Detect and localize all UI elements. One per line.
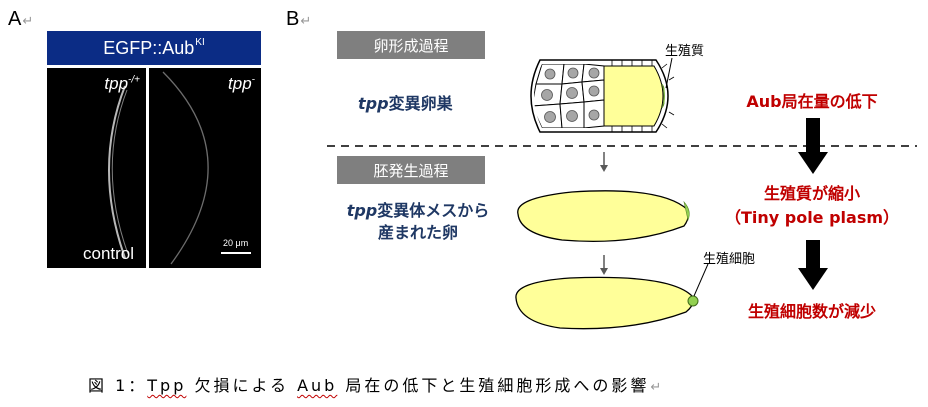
egg-diagram (517, 190, 690, 243)
germ-cell-pointer (693, 263, 709, 297)
stage-divider (327, 145, 917, 147)
big-arrow-1 (798, 118, 828, 174)
panel-a-letter: A↵ (8, 8, 34, 30)
control-label: control (83, 244, 135, 263)
micrograph-left: tpp-/+ control (47, 68, 146, 268)
germ-cell-label: 生殖細胞 (703, 252, 756, 267)
stage-oogenesis-box: 卵形成過程 (337, 31, 485, 59)
scale-bar (221, 252, 251, 254)
micrograph-right-signal (162, 71, 209, 265)
panel-b-letter: B↵ (286, 8, 312, 30)
effect-germ-cell-decrease: 生殖細胞数が減少 (747, 302, 876, 321)
effect-aub-decrease: Aub局在量の低下 (746, 92, 878, 111)
egg-germ-plasm (683, 200, 690, 221)
germ-cell (687, 295, 699, 307)
left-genotype-label: tpp-/+ (104, 74, 140, 93)
scale-label: 20 μm (223, 238, 249, 248)
effect-germ-plasm-shrink: 生殖質が縮小 （Tiny pole plasm） (724, 184, 900, 227)
right-genotype-label: tpp- (228, 74, 255, 93)
ovary-label: tpp変異卵巣 (358, 94, 453, 113)
arrow-ovary-to-egg (600, 152, 608, 172)
germ-plasm-pointer (665, 57, 673, 89)
micrograph-right: tpp- 20 μm (149, 68, 261, 268)
figure-caption: 図 1：Tpp 欠損による Aub 局在の低下と生殖細胞形成への影響↵ (88, 376, 665, 395)
embryo-diagram (515, 276, 699, 330)
big-arrow-2 (798, 240, 828, 290)
egg-label: tpp変異体メスから 産まれた卵 (346, 201, 490, 242)
egg-chamber-diagram (530, 59, 675, 133)
arrow-egg-to-embryo (600, 255, 608, 275)
germ-plasm-label: 生殖質 (665, 44, 705, 59)
stage-embryogenesis-box: 胚発生過程 (337, 156, 485, 184)
micrograph-left-signal (108, 85, 129, 259)
